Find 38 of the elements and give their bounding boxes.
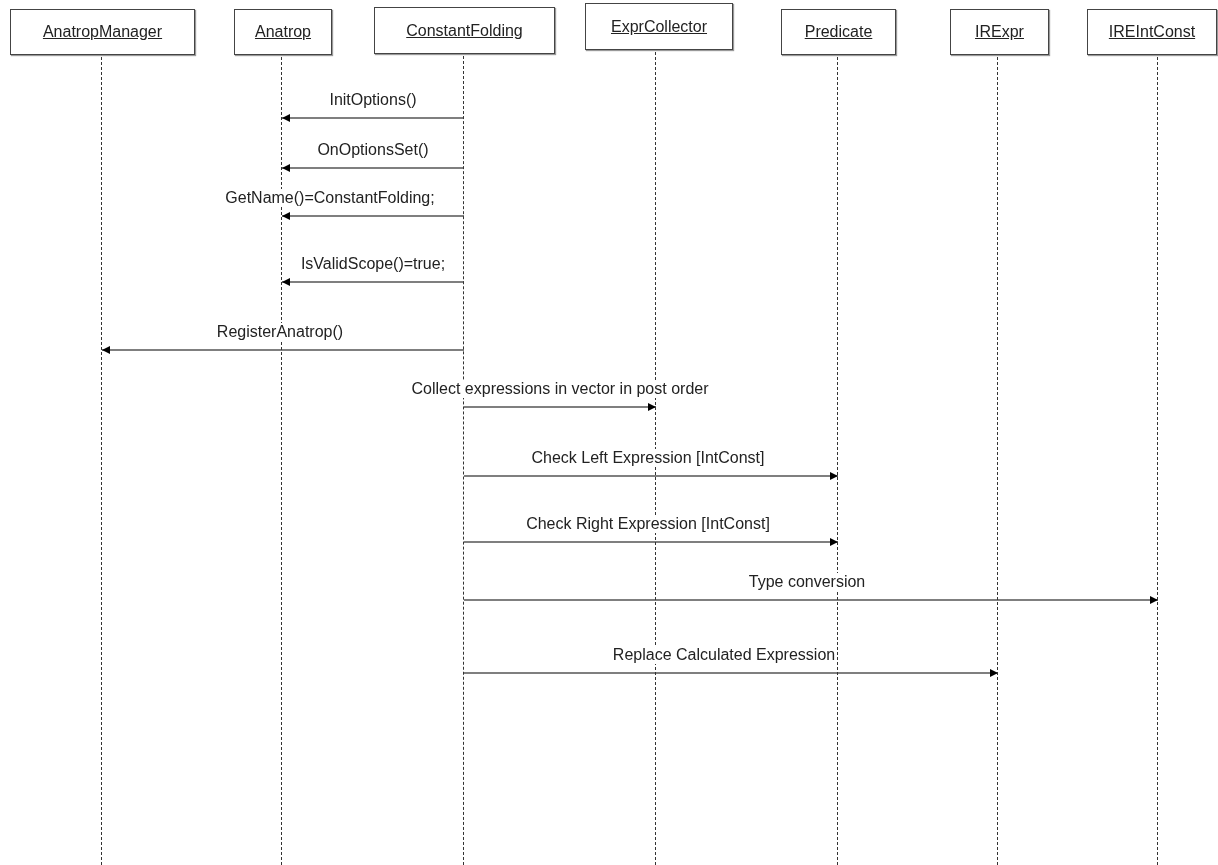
lifeline-header-box	[585, 3, 733, 50]
lifeline	[1157, 57, 1159, 865]
message-label: Check Right Expression [IntConst]	[525, 515, 771, 533]
message-arrow	[281, 212, 465, 220]
lifeline-header-box	[10, 9, 195, 55]
message-label: Collect expressions in vector in post order	[410, 380, 710, 398]
lifeline-header-box	[234, 9, 332, 55]
message-arrow	[463, 596, 1159, 604]
lifeline-header-box	[1087, 9, 1217, 55]
object-name: ExprCollector	[611, 17, 707, 36]
message-label: GetName()=ConstantFolding;	[224, 189, 436, 207]
message-label: RegisterAnatrop()	[215, 323, 345, 341]
message-arrow	[463, 403, 657, 411]
lifeline-header-box	[781, 9, 896, 55]
object-name: Predicate	[804, 23, 873, 41]
message-arrow	[101, 346, 465, 354]
message-label: OnOptionsSet()	[316, 141, 430, 159]
object-name: ConstantFolding	[406, 21, 523, 40]
message-label: Replace Calculated Expression	[611, 646, 837, 664]
message-arrow	[463, 472, 839, 480]
lifeline-header-box	[374, 7, 555, 54]
object-name: IRExpr	[975, 23, 1024, 41]
object-name: Anatrop	[254, 23, 311, 41]
lifeline-header-box	[950, 9, 1049, 55]
message-arrow	[463, 538, 839, 546]
message-arrow	[281, 164, 465, 172]
object-name: AnatropManager	[42, 23, 163, 41]
lifeline	[997, 57, 999, 865]
message-arrow	[281, 114, 465, 122]
message-label: Type conversion	[747, 573, 867, 591]
message-label: Check Left Expression [IntConst]	[530, 449, 766, 467]
message-label: IsValidScope()=true;	[299, 255, 447, 273]
lifeline	[837, 57, 839, 865]
message-arrow	[281, 278, 465, 286]
message-arrow	[463, 669, 999, 677]
object-name: IREIntConst	[1108, 23, 1196, 41]
lifeline	[101, 57, 103, 865]
message-label: InitOptions()	[328, 91, 418, 109]
